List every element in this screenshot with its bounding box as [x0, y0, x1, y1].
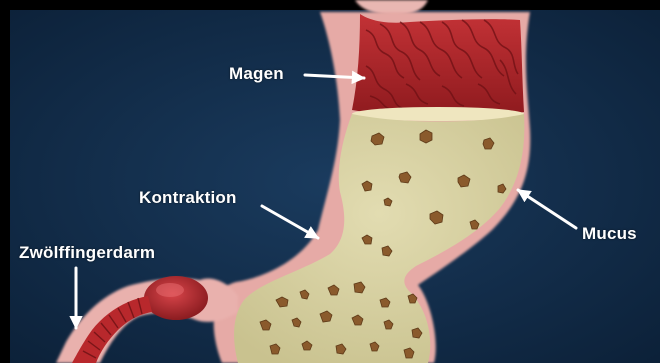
frame-left [0, 0, 10, 363]
label-kontraktion: Kontraktion [139, 188, 237, 208]
bulb-highlight [156, 283, 184, 297]
frame-top [0, 0, 660, 10]
label-mucus: Mucus [582, 224, 637, 244]
stomach-rugae [352, 14, 524, 116]
pyloric-bulb [144, 276, 208, 320]
label-magen: Magen [229, 64, 284, 84]
label-zwoelffingerdarm: Zwölffingerdarm [19, 243, 155, 263]
